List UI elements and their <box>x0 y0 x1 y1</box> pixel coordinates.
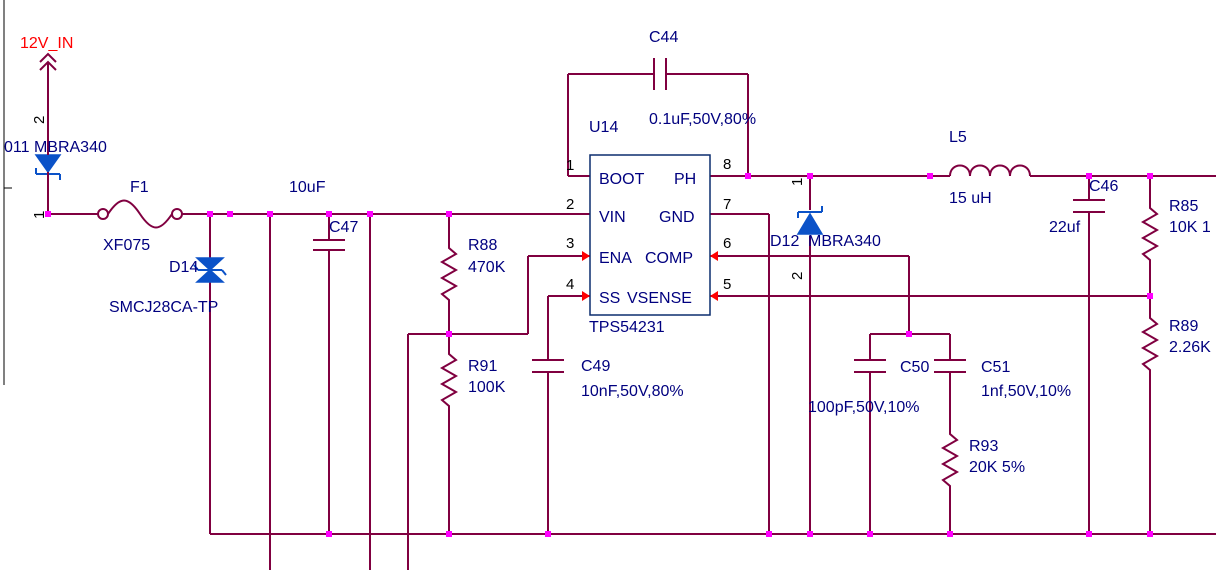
d12-ref: D12 <box>770 233 799 250</box>
u14-pin-comp: COMP <box>645 250 693 267</box>
r88-ref: R88 <box>468 237 497 254</box>
c50-value: 100pF,50V,10% <box>808 399 920 416</box>
u14-comp-arrow-icon <box>710 251 718 261</box>
u14-ss-arrow-icon <box>582 291 590 301</box>
c49-value: 10nF,50V,80% <box>581 383 684 400</box>
u14-pin-num: 3 <box>566 235 574 252</box>
tvs-d14[interactable]: D14 SMCJ28CA-TP <box>109 257 227 316</box>
d12-value: MBRA340 <box>808 233 881 250</box>
r89-ref: R89 <box>1169 318 1198 335</box>
diode-d11[interactable]: 2 1 011 MBRA340 <box>4 116 107 219</box>
u14-pin-ena: ENA <box>599 250 632 267</box>
u14-pin-num: 7 <box>723 196 731 213</box>
capacitor-c49[interactable]: C49 10nF,50V,80% <box>532 358 684 400</box>
sheet-border <box>3 0 12 385</box>
resistor-r89[interactable]: R89 2.26K <box>1140 310 1211 380</box>
diode-d12[interactable]: 1 2 D12 MBRA340 <box>770 178 881 280</box>
capacitor-c44[interactable]: C44 0.1uF,50V,80% <box>649 29 756 128</box>
c47-ref: C47 <box>329 219 358 236</box>
r91-ref: R91 <box>468 358 497 375</box>
c46-ref: C46 <box>1089 178 1118 195</box>
d12-pin-bottom: 2 <box>789 272 806 280</box>
fuse-f1[interactable]: F1 XF075 <box>97 179 183 254</box>
c49-ref: C49 <box>581 358 610 375</box>
c51-value: 1nf,50V,10% <box>981 383 1071 400</box>
u14-pin-ph: PH <box>674 171 696 188</box>
resistor-r88[interactable]: R88 470K <box>439 237 506 310</box>
d11-pin-bottom: 1 <box>31 211 48 219</box>
c51-ref: C51 <box>981 359 1010 376</box>
resistor-r85[interactable]: R85 10K 1 <box>1140 198 1211 270</box>
c44-value: 0.1uF,50V,80% <box>649 111 756 128</box>
c46-value: 22uf <box>1049 219 1081 236</box>
r85-ref: R85 <box>1169 198 1198 215</box>
net-label-12v-in: 12V_IN <box>20 35 73 52</box>
ic-u14[interactable]: U14 1 BOOT 2 VIN 3 ENA 4 SS 8 PH 7 GND 6… <box>566 119 731 336</box>
u14-pin-vin: VIN <box>599 209 626 226</box>
u14-pin-num: 5 <box>723 276 731 293</box>
u14-part: TPS54231 <box>589 319 665 336</box>
l5-value: 15 uH <box>949 190 992 207</box>
u14-pin-num: 8 <box>723 156 731 173</box>
d14-value: SMCJ28CA-TP <box>109 299 218 316</box>
u14-ref: U14 <box>589 119 618 136</box>
c47-value: 10uF <box>289 179 326 196</box>
d14-ref: D14 <box>169 259 198 276</box>
r91-value: 100K <box>468 379 506 396</box>
u14-pin-num: 6 <box>723 235 731 252</box>
capacitor-c47[interactable]: 10uF C47 <box>289 179 358 251</box>
u14-pin-num: 4 <box>566 276 574 293</box>
capacitor-c51[interactable]: C51 1nf,50V,10% <box>934 359 1071 400</box>
capacitor-c46[interactable]: C46 22uf <box>1049 178 1118 236</box>
u14-pin-ss: SS <box>599 290 620 307</box>
power-port-12v-in[interactable]: 12V_IN <box>20 35 73 75</box>
wires <box>47 73 1216 570</box>
f1-value: XF075 <box>103 237 150 254</box>
junction-dots <box>45 173 1153 537</box>
c50-ref: C50 <box>900 359 929 376</box>
d11-label: 011 MBRA340 <box>4 139 107 156</box>
resistor-r91[interactable]: R91 100K <box>439 345 506 420</box>
r85-value: 10K 1 <box>1169 219 1211 236</box>
d11-pin-top: 2 <box>31 116 48 124</box>
resistor-r93[interactable]: R93 20K 5% <box>940 425 1025 495</box>
f1-ref: F1 <box>130 179 149 196</box>
u14-pin-gnd: GND <box>659 209 695 226</box>
u14-pin-vsense: VSENSE <box>627 290 692 307</box>
u14-pin-num: 2 <box>566 196 574 213</box>
inductor-l5[interactable]: L5 15 uH <box>949 129 1031 207</box>
u14-pin-boot: BOOT <box>599 171 645 188</box>
d12-pin-top: 1 <box>789 178 806 186</box>
capacitor-c50[interactable]: C50 100pF,50V,10% <box>808 359 929 416</box>
u14-pin-num: 1 <box>566 157 574 174</box>
u14-vsense-arrow-icon <box>710 291 718 301</box>
u14-ena-arrow-icon <box>582 251 590 261</box>
r93-ref: R93 <box>969 438 998 455</box>
r88-value: 470K <box>468 259 506 276</box>
l5-ref: L5 <box>949 129 967 146</box>
r89-value: 2.26K <box>1169 339 1211 356</box>
c44-ref: C44 <box>649 29 678 46</box>
r93-value: 20K 5% <box>969 459 1025 476</box>
